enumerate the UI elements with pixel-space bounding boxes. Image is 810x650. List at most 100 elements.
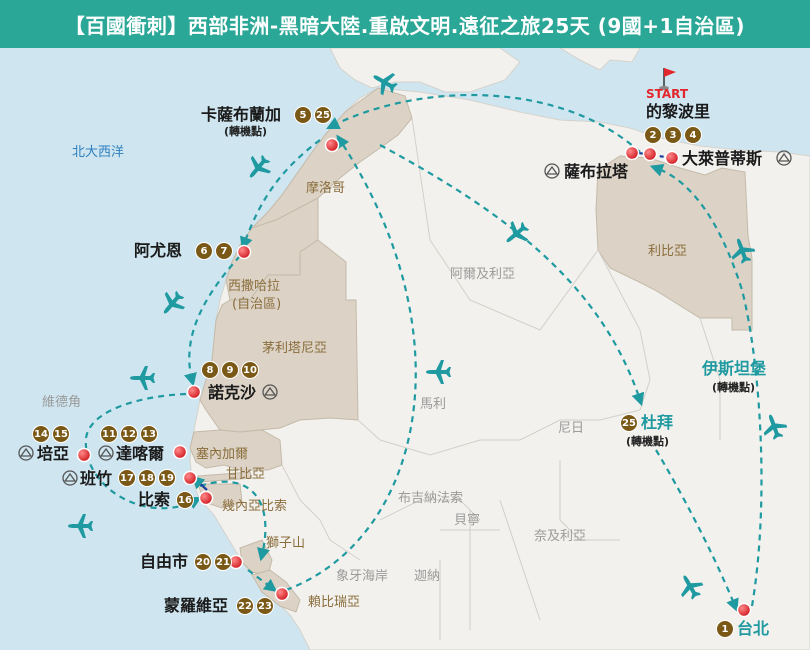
stop-badge: 22 xyxy=(236,597,254,615)
region-mauritania: 茅利塔尼亞 xyxy=(262,341,328,356)
stop-badge: 13 xyxy=(140,425,158,443)
city-marker-icon xyxy=(274,586,290,602)
region-gambia: 甘比亞 xyxy=(226,467,266,482)
land-mauritania xyxy=(199,239,359,433)
region-morocco: 摩洛哥 xyxy=(306,181,346,196)
city-nouakchott: 諾克沙 xyxy=(208,383,257,402)
city-sabratha: 薩布拉塔 xyxy=(564,162,629,181)
city-banjul: 班竹 xyxy=(80,469,113,488)
region-western-sahara-note: (自治區) xyxy=(232,297,282,312)
region-nigeria: 奈及利亞 xyxy=(534,529,587,544)
city-tripoli: 的黎波里 xyxy=(646,102,711,121)
stops-dubai: 25 xyxy=(620,414,638,432)
city-taipei: 台北 xyxy=(737,619,770,638)
unesco-icon xyxy=(544,163,560,179)
start-flag-icon xyxy=(659,68,676,90)
istanbul-transit-note: (轉機點) xyxy=(712,381,756,394)
region-senegal: 塞內加爾 xyxy=(196,447,249,462)
city-marker-icon xyxy=(182,470,198,486)
country-borders xyxy=(281,117,721,640)
region-mali: 馬利 xyxy=(420,397,447,412)
stop-badge: 21 xyxy=(214,553,232,571)
dubai-transit-note: (轉機點) xyxy=(626,435,670,448)
land-libya xyxy=(595,155,753,331)
city-leptis-magna: 大萊普蒂斯 xyxy=(682,149,763,168)
stop-badge: 18 xyxy=(138,469,156,487)
casablanca-transit-note: (轉機點) xyxy=(224,125,268,138)
city-marker-icon xyxy=(186,384,202,400)
stops-taipei: 1 xyxy=(716,620,734,638)
stops-freetown: 20 21 xyxy=(194,553,232,571)
region-libya: 利比亞 xyxy=(648,244,688,259)
stops-dakar: 11 12 13 xyxy=(100,425,158,443)
flight-routes xyxy=(84,94,763,613)
stop-badge: 4 xyxy=(684,126,702,144)
unesco-icon xyxy=(18,445,34,461)
region-benin: 貝寧 xyxy=(454,513,481,528)
stop-badge: 11 xyxy=(100,425,118,443)
stop-badge: 2 xyxy=(644,126,662,144)
city-marker-icon xyxy=(664,150,680,166)
start-label: START xyxy=(646,87,689,101)
stop-badge: 25 xyxy=(620,414,638,432)
stops-casablanca: 5 25 xyxy=(294,106,332,124)
city-monrovia: 蒙羅維亞 xyxy=(164,596,229,615)
page-title: 【百國衝刺】西部非洲-黑暗大陸.重啟文明.遠征之旅25天 (9國+1自治區) xyxy=(0,0,810,48)
stop-badge: 6 xyxy=(195,242,213,260)
stops-nouakchott: 8 9 10 xyxy=(201,361,259,379)
city-bissau: 比索 xyxy=(138,490,171,509)
stops-banjul: 17 18 19 xyxy=(118,469,176,487)
stop-badge: 17 xyxy=(118,469,136,487)
city-marker-icon xyxy=(642,146,658,162)
stop-badge: 12 xyxy=(120,425,138,443)
stops-tripoli: 2 3 4 xyxy=(644,126,702,144)
stop-badge: 15 xyxy=(52,425,70,443)
stops-laayoune: 6 7 xyxy=(195,242,233,260)
stop-badge: 8 xyxy=(201,361,219,379)
stop-badge: 10 xyxy=(241,361,259,379)
ocean-label: 北大西洋 xyxy=(72,145,125,160)
stops-monrovia: 22 23 xyxy=(236,597,274,615)
city-marker-icon xyxy=(236,244,252,260)
stops-praia: 14 15 xyxy=(32,425,70,443)
city-marker-icon xyxy=(198,490,214,506)
region-burkina-faso: 布吉納法索 xyxy=(398,491,464,506)
unesco-icon xyxy=(262,384,278,400)
land-europe xyxy=(329,48,521,93)
city-marker-icon xyxy=(76,447,92,463)
city-marker-icon xyxy=(324,137,340,153)
unesco-icon xyxy=(62,470,78,486)
region-guinea-bissau: 幾內亞比索 xyxy=(222,499,288,514)
city-casablanca: 卡薩布蘭加 xyxy=(201,105,282,124)
stop-badge: 1 xyxy=(716,620,734,638)
map-canvas xyxy=(0,48,810,650)
land-italy xyxy=(559,48,641,71)
stop-badge: 23 xyxy=(256,597,274,615)
ground-routes xyxy=(191,150,673,491)
region-liberia: 賴比瑞亞 xyxy=(308,595,361,610)
city-laayoune: 阿尤恩 xyxy=(134,241,183,260)
region-cape-verde: 維德角 xyxy=(42,395,82,410)
city-praia: 培亞 xyxy=(37,444,70,463)
unesco-icon xyxy=(98,445,114,461)
unesco-icon xyxy=(776,150,792,166)
stop-badge: 3 xyxy=(664,126,682,144)
region-ghana: 迦納 xyxy=(414,569,441,584)
city-markers xyxy=(76,137,752,618)
region-sierra-leone: 獅子山 xyxy=(266,536,306,551)
stop-badge: 9 xyxy=(221,361,239,379)
stops-bissau: 16 xyxy=(176,491,194,509)
city-dubai: 杜拜 xyxy=(641,413,674,432)
city-dakar: 達喀爾 xyxy=(116,444,165,463)
land-senegal xyxy=(189,429,283,471)
city-marker-icon xyxy=(624,145,640,161)
stop-badge: 7 xyxy=(215,242,233,260)
stop-badge: 19 xyxy=(158,469,176,487)
stop-badge: 16 xyxy=(176,491,194,509)
city-istanbul: 伊斯坦堡 xyxy=(702,359,767,378)
stop-badge: 5 xyxy=(294,106,312,124)
stop-badge: 25 xyxy=(314,106,332,124)
stop-badge: 14 xyxy=(32,425,50,443)
region-ivory-coast: 象牙海岸 xyxy=(336,569,389,584)
city-marker-icon xyxy=(736,602,752,618)
